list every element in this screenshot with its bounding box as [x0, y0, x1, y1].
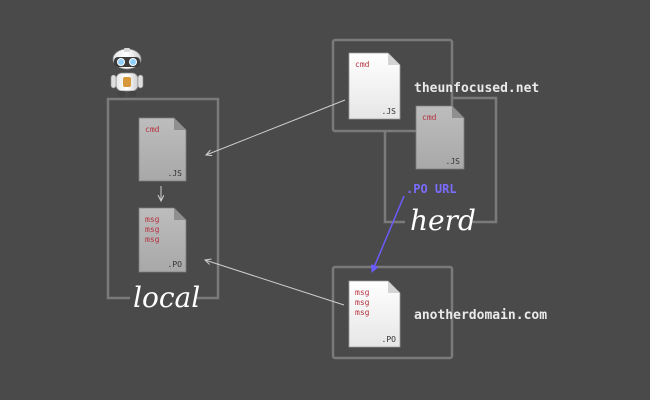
file-page [138, 207, 187, 273]
frames [106, 38, 498, 360]
file-extension: .PO [168, 260, 183, 269]
file-fold [174, 208, 186, 220]
po-url-label: .PO URL [406, 182, 457, 196]
file-content-line: msg [355, 288, 370, 297]
local-frame [106, 97, 220, 300]
theunfocused-frame [331, 38, 454, 133]
group-label-local: local [133, 281, 200, 314]
file-top-js-icon: cmd .JS [348, 52, 401, 120]
file-page [138, 117, 187, 182]
file-content-line: msg [145, 215, 160, 224]
file-page [348, 52, 401, 120]
anotherdomain-frame [331, 265, 454, 360]
file-fold [388, 53, 400, 65]
file-fold [452, 106, 464, 118]
group-label-herd: herd [410, 204, 476, 237]
file-content-line: cmd [355, 60, 370, 69]
file-content-line: msg [355, 298, 370, 307]
file-content-line: msg [355, 308, 370, 317]
domain-label-theunfocused: theunfocused.net [414, 81, 539, 96]
file-extension: .JS [168, 169, 183, 178]
herd-frame [383, 96, 498, 224]
files: cmd.JScmd.JScmd.JSmsgmsgmsg.POmsgmsgmsg.… [138, 52, 465, 348]
file-fold [388, 281, 400, 293]
file-content-line: msg [145, 235, 160, 244]
file-page [348, 280, 401, 348]
file-extension: .JS [446, 157, 461, 166]
file-content-line: cmd [422, 113, 437, 122]
file-herd-js-icon: cmd .JS [415, 105, 465, 170]
file-extension: .PO [382, 335, 397, 344]
domain-label-anotherdomain: anotherdomain.com [414, 308, 547, 323]
file-extension: .JS [382, 107, 397, 116]
file-content-line: cmd [145, 125, 160, 134]
file-page [415, 105, 465, 170]
file-fold [174, 118, 186, 130]
robot-icon [110, 48, 144, 97]
arrows [161, 99, 405, 306]
arrow-js-to-local [206, 99, 346, 155]
arrow-po-url [371, 195, 405, 273]
file-content-line: msg [145, 225, 160, 234]
file-local-js-icon: cmd .JS [138, 117, 187, 182]
arrow-remote-po-to-local [205, 260, 345, 306]
